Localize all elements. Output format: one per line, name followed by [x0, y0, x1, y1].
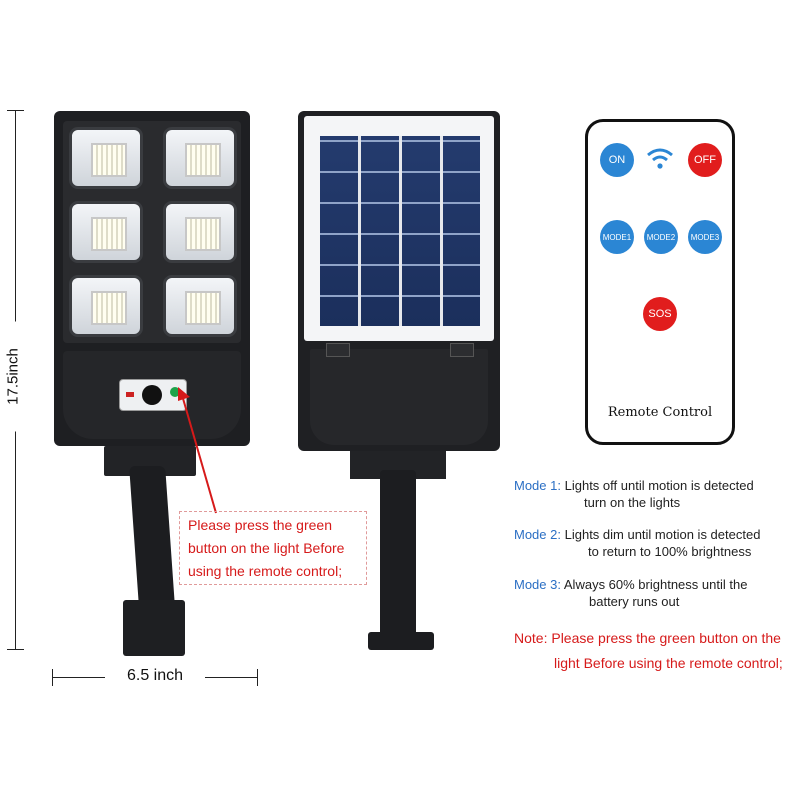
- callout-arrow-icon: [178, 387, 217, 514]
- off-button-label: OFF: [694, 154, 716, 166]
- solar-panel: [320, 136, 480, 326]
- back-mounting-arm: [380, 470, 416, 636]
- led-module: [163, 201, 237, 263]
- sos-button-label: SOS: [648, 308, 672, 320]
- led-module: [163, 127, 237, 189]
- callout-line: Please press the green: [188, 517, 332, 533]
- on-button[interactable]: ON: [600, 143, 634, 177]
- indicator-light-icon: [126, 392, 134, 397]
- mode-description: Mode 3: Always 60% brightness until the …: [514, 576, 747, 610]
- panel-clip: [450, 343, 474, 357]
- back-mounting-foot: [368, 632, 434, 650]
- remote-control-title: Remote Control: [607, 405, 713, 420]
- mode-key: Mode 3:: [514, 577, 561, 592]
- mode3-button[interactable]: MODE3: [688, 220, 722, 254]
- note-line: Note: Please press the green button on t…: [514, 630, 781, 646]
- motion-sensor-icon: [142, 385, 162, 405]
- on-button-label: ON: [608, 154, 626, 166]
- mode-line: Always 60% brightness until the: [563, 577, 748, 592]
- mode1-button-label: MODE1: [602, 232, 632, 242]
- mode3-button-label: MODE3: [690, 232, 720, 242]
- off-button[interactable]: OFF: [688, 143, 722, 177]
- mode-key: Mode 2:: [514, 527, 561, 542]
- mode-line: battery runs out: [589, 594, 680, 609]
- width-dimension-cap-right: [257, 669, 258, 686]
- lamp-front: [54, 111, 250, 446]
- mode2-button-label: MODE2: [646, 232, 676, 242]
- mode-description: Mode 2: Lights dim until motion is detec…: [514, 526, 760, 560]
- height-dimension-label: 17.5inch: [4, 321, 22, 432]
- lamp-back: [298, 111, 500, 451]
- wifi-icon: [647, 148, 673, 169]
- led-module: [69, 201, 143, 263]
- mode-line: to return to 100% brightness: [588, 544, 752, 559]
- led-panel: [63, 121, 241, 343]
- callout-line: using the remote control;: [188, 563, 343, 579]
- mode2-button[interactable]: MODE2: [644, 220, 678, 254]
- mode-line: Lights off until motion is detected: [564, 478, 754, 493]
- mode-line: Lights dim until motion is detected: [564, 527, 761, 542]
- panel-clip: [326, 343, 350, 357]
- height-dimension-cap-top: [7, 110, 24, 111]
- motion-sensor-panel: [119, 379, 187, 411]
- note-text: Note: Please press the green button on t…: [514, 626, 783, 676]
- height-dimension-cap-bottom: [7, 649, 24, 650]
- callout-text: Please press the green button on the lig…: [188, 514, 378, 583]
- note-line: light Before using the remote control;: [554, 655, 783, 671]
- callout-line: button on the light Before: [188, 540, 345, 556]
- mode-line: turn on the lights: [584, 495, 681, 510]
- led-module: [163, 275, 237, 337]
- width-dimension-label: 6.5 inch: [105, 667, 205, 685]
- mode-key: Mode 1:: [514, 478, 561, 493]
- mounting-arm: [129, 466, 175, 606]
- sos-button[interactable]: SOS: [643, 297, 677, 331]
- solar-panel-frame: [304, 116, 494, 341]
- width-dimension-cap-left: [52, 669, 53, 686]
- callout-box: [179, 511, 367, 585]
- led-module: [69, 275, 143, 337]
- mounting-bracket: [123, 600, 185, 656]
- mode1-button[interactable]: MODE1: [600, 220, 634, 254]
- lamp-back-housing: [310, 349, 488, 445]
- mode-description: Mode 1: Lights off until motion is detec…: [514, 477, 754, 511]
- green-power-button[interactable]: [170, 387, 180, 397]
- led-module: [69, 127, 143, 189]
